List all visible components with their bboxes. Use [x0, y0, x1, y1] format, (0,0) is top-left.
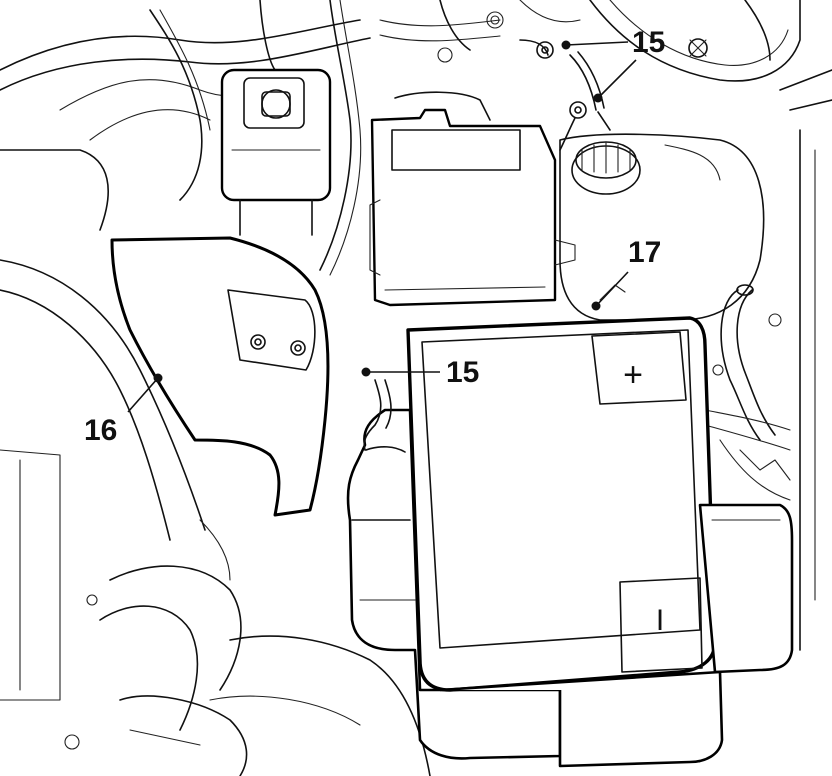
ground-strap [363, 39, 611, 451]
relay-cover [369, 91, 576, 307]
positive-terminal-recess [591, 331, 687, 405]
positive-terminal-symbol: + [623, 356, 643, 394]
battery [406, 316, 794, 768]
coolant-expansion-tank [559, 133, 765, 321]
brake-fluid-reservoir [220, 68, 332, 236]
leader-lines [127, 40, 637, 413]
callout-17: 17 [628, 236, 661, 269]
callout-15-center: 15 [446, 356, 479, 389]
background-hoses [0, 0, 581, 276]
right-hoses [704, 284, 791, 501]
heat-shield [110, 236, 330, 581]
air-intake-duct [0, 149, 431, 776]
callout-15-top: 15 [632, 26, 665, 59]
callout-16: 16 [84, 414, 117, 447]
strut-tower [589, 0, 832, 651]
negative-terminal-recess [619, 577, 703, 673]
negative-terminal-symbol: I [656, 604, 664, 637]
